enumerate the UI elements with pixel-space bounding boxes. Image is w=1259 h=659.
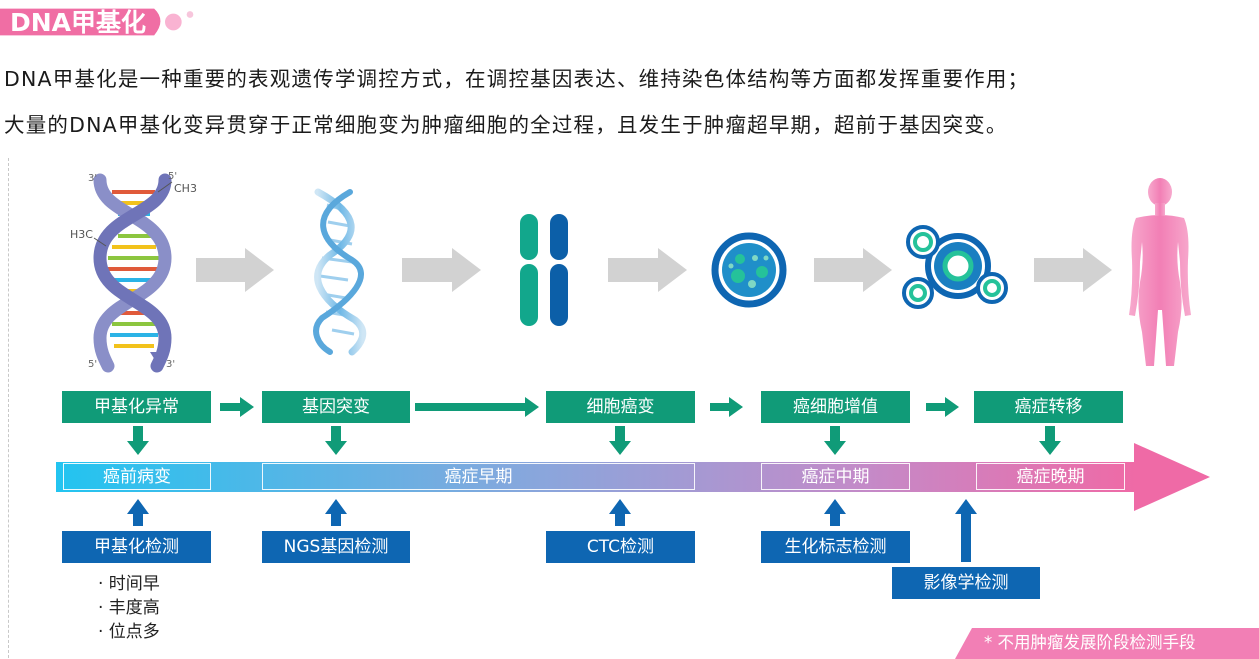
up-arrow-2 xyxy=(325,499,347,526)
dna-label-bottom-left: 5' xyxy=(88,359,97,370)
gray-arrow-2 xyxy=(402,248,481,292)
down-arrow-5 xyxy=(1039,426,1061,455)
step-cancer-cell-proliferation: 癌细胞增值 xyxy=(761,391,910,423)
gray-arrow-1 xyxy=(196,248,274,292)
dna-label-top-left: 3' xyxy=(88,173,97,184)
dna-label-bottom-right: 3' xyxy=(166,359,175,370)
up-arrow-1 xyxy=(127,499,149,526)
gray-arrow-4 xyxy=(814,248,892,292)
method-ctc-detection: CTC检测 xyxy=(546,531,695,563)
down-arrow-2 xyxy=(325,426,347,455)
stage-middle: 癌症中期 xyxy=(761,463,910,490)
dna-double-helix-icon xyxy=(93,173,173,373)
step-arrow-4 xyxy=(926,397,959,417)
step-arrow-2 xyxy=(415,397,539,417)
dna-label-top-right: 5' xyxy=(168,171,177,182)
timeline-arrow xyxy=(56,443,1210,511)
ch3-label: CH3 xyxy=(174,182,197,195)
intro-line-2: 大量的DNA甲基化变异贯穿于正常细胞变为肿瘤细胞的全过程，且发生于肿瘤超早期，超… xyxy=(4,113,1008,137)
cancer-cell-icon xyxy=(711,232,787,308)
stage-early: 癌症早期 xyxy=(262,463,695,490)
step-arrow-1 xyxy=(220,397,254,417)
step-gene-mutation: 基因突变 xyxy=(262,391,410,423)
stage-late: 癌症晚期 xyxy=(976,463,1125,490)
down-arrow-4 xyxy=(824,426,846,455)
method-imaging-detection: 影像学检测 xyxy=(892,567,1040,599)
step-cancer-metastasis: 癌症转移 xyxy=(974,391,1123,423)
step-arrow-3 xyxy=(710,397,743,417)
step-methylation-abnormal: 甲基化异常 xyxy=(62,391,211,423)
chromosome-icon xyxy=(520,214,568,326)
human-body-icon xyxy=(1129,178,1191,366)
feature-many-sites: · 位点多 xyxy=(98,622,160,642)
feature-early-timing: · 时间早 xyxy=(98,574,160,594)
method-ngs-gene-detection: NGS基因检测 xyxy=(262,531,410,563)
intro-line-1: DNA甲基化是一种重要的表观遗传学调控方式，在调控基因表达、维持染色体结构等方面… xyxy=(4,67,1030,91)
cell-cluster-icon xyxy=(902,225,1008,309)
h3c-label: H3C xyxy=(70,228,93,241)
up-arrow-4 xyxy=(824,499,846,526)
gray-arrow-3 xyxy=(608,248,687,292)
footnote: * 不用肿瘤发展阶段检测手段 xyxy=(984,633,1196,652)
feature-high-abundance: · 丰度高 xyxy=(98,598,160,618)
up-arrow-3 xyxy=(609,499,631,526)
gray-arrow-5 xyxy=(1034,248,1112,292)
up-arrow-5 xyxy=(955,499,977,562)
footnote-background xyxy=(955,628,1259,659)
down-arrow-3 xyxy=(609,426,631,455)
method-biomarker-detection: 生化标志检测 xyxy=(761,531,910,563)
step-cell-carcinogenesis: 细胞癌变 xyxy=(546,391,695,423)
stage-precancerous: 癌前病变 xyxy=(63,463,211,490)
method-methylation-detection: 甲基化检测 xyxy=(62,531,211,563)
left-dashed-divider xyxy=(8,158,9,658)
title-badge xyxy=(0,8,194,36)
page-title: DNA甲基化 xyxy=(10,8,147,37)
dna-helix-icon xyxy=(313,188,367,356)
down-arrow-1 xyxy=(127,426,149,455)
